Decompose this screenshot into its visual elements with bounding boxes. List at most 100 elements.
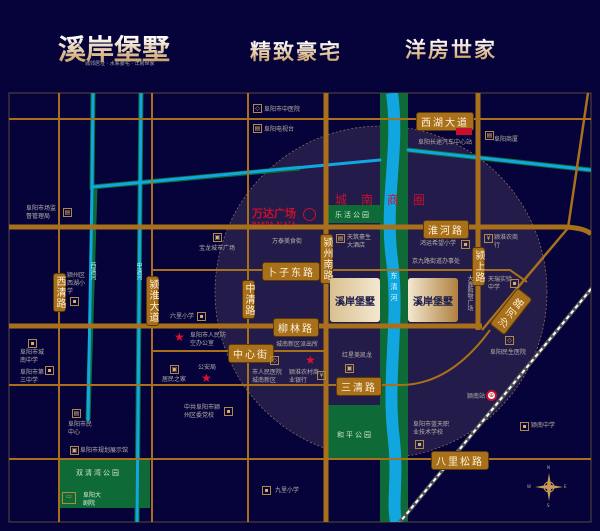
building-icon: ▤ [485,131,494,140]
poi-guihua[interactable]: 阜阳市规划展示馆 [80,447,129,454]
compass-n: N [547,465,550,470]
road-label-xiqing: 西清路 [53,273,66,312]
mall-icon: ▣ [213,233,222,242]
poi-jumin[interactable]: 居民之家 [162,376,187,383]
poi-zhongyiyuan[interactable]: 阜阳市中医院 [264,106,301,113]
river-label-xiqing: 西清河 [89,262,96,280]
poi-dajuyuan[interactable]: 阜阳大剧院 [83,492,102,507]
poi-renmin[interactable]: 市人民医院城南新区 [252,369,283,384]
park-label-shuangqingwan: 双清湾公园 [76,469,121,477]
poi-lantian[interactable]: 阜阳市蓝天职业技术学校 [413,421,450,436]
poi-renfang[interactable]: 阜阳市人民防空办公室 [190,332,227,347]
park-label-heping: 和平公园 [337,431,373,439]
road-label-xihu: 西湖大道 [416,112,474,131]
compass: N S E W [527,465,567,508]
poi-gonganju[interactable]: 公安局 [198,364,217,371]
poi-baolong[interactable]: 宝龙城市广场 [199,245,236,252]
poi-shichang[interactable]: 阜阳市场监督管理局 [26,205,57,220]
hospital-icon: ◇ [505,336,514,345]
road-label-zhongxin: 中心街 [228,344,274,363]
compass-e: E [564,484,567,489]
poi-shangsha[interactable]: 阜阳商厦 [494,136,519,143]
compass-rose-icon [535,473,563,501]
poi-minsheng[interactable]: 阜阳民生医院 [490,349,527,356]
school-icon: ▪ [70,297,79,306]
poi-nongcun[interactable]: 颍淮农村商业银行 [289,369,320,384]
poi-tianrui[interactable]: 天瑞实验中学 [488,276,513,291]
river-zhongqing [135,93,143,522]
road-label-yingzhounan: 颍州南路 [320,234,333,284]
road-label-zhongqing: 中清路 [242,280,255,319]
school-icon: ▪ [415,440,424,449]
building-icon: ▤ [253,124,262,133]
zone-label: 城南商圈 [335,193,440,207]
mall-icon: ▣ [345,364,354,373]
bank-icon: ¥ [484,234,493,243]
road-sanqing [9,329,491,386]
wanda-logo-icon [303,208,316,221]
theater-icon: ▭ [62,492,76,504]
slogan-1: 精致豪宅 [250,36,342,66]
poi-nongshang[interactable]: 颍淮农商行 [494,234,519,249]
project-block-west[interactable]: 溪岸堡墅 [330,278,380,322]
park-lehuo [328,205,380,223]
school-icon: ▪ [45,366,54,375]
bank-icon: ¥ [317,371,326,380]
slogan-2: 洋房世家 [405,34,497,64]
poi-jingjiu[interactable]: 京九路街道办事处 [412,258,461,265]
poi-daxin[interactable]: 大鑫购物广场 [466,275,473,311]
star-icon: ★ [305,353,316,367]
poi-dangxiao[interactable]: 中共阜阳市颍州区委党校 [184,404,221,419]
poi-disan[interactable]: 阜阳市第三中学 [20,369,45,384]
river-cross-east [406,148,591,172]
star-icon: ★ [174,330,185,344]
road-label-liulin: 柳林路 [273,318,319,337]
poi-hongyun[interactable]: 鸿运希望小学 [420,240,457,247]
community-icon: ▣ [170,365,179,374]
wanda-name: 万达广场 [252,207,296,220]
star-icon: ★ [201,371,212,385]
compass-s: S [547,503,550,508]
wanda-plaza: 万达广场 WANDA PLAZA [252,205,296,226]
tagline: 城郊居址 · 水系豪宅 · 洋房世家 [85,61,155,67]
poi-chengnan[interactable]: 阜阳市城南中学 [20,349,45,364]
park-heping [328,405,380,458]
civic-center-icon: ▤ [72,409,81,418]
poi-qiche[interactable]: 阜阳长途汽车中心站 [418,139,473,146]
river-cross [90,158,382,189]
hospital-icon: ◇ [270,356,279,365]
road-label-balisong: 八里松路 [431,451,489,470]
poi-dianshitai[interactable]: 阜阳电视台 [264,126,295,133]
school-icon: ▪ [520,422,529,431]
railway-station-icon: ⊕ [486,390,497,401]
hotel-icon: ▤ [336,234,345,243]
school-icon: ▪ [28,339,37,348]
school-icon: ▪ [510,279,519,288]
poi-hongxing[interactable]: 红星美凯龙 [342,352,373,359]
river-label-dongqing: 东清河 [390,272,398,305]
road-label-sanqing: 三清路 [336,377,382,396]
logo: 溪岸堡墅 [58,28,170,68]
poi-paichusuo[interactable]: 城南新区派出所 [276,341,319,348]
project-block-east[interactable]: 溪岸堡墅 [408,278,458,322]
road-label-yingshang: 颍上路 [472,247,485,286]
river-label-zhongqing: 中清河 [135,262,142,280]
poi-yingnan-school[interactable]: 颍南中学 [531,422,556,429]
road-huaihe [9,224,591,236]
road-label-yinghuai: 颍淮大道 [146,276,159,326]
school-icon: ▪ [197,312,206,321]
hospital-icon: ◇ [253,104,262,113]
poi-jiuli[interactable]: 九里小学 [275,487,300,494]
compass-w: W [527,484,531,489]
poi-liuli[interactable]: 六里小学 [170,313,195,320]
poi-haosheng[interactable]: 天筑豪生大酒店 [347,234,372,249]
river-dongqing [383,93,402,522]
building-icon: ▤ [63,208,72,217]
bus-icon [456,128,472,135]
school-icon: ▪ [224,407,233,416]
poi-shimin[interactable]: 阜阳市民中心 [68,421,93,436]
poi-yingnanzhan[interactable]: 颍南站 [467,393,486,400]
park-label-lehuo: 乐活公园 [335,211,371,219]
poi-wantai[interactable]: 万泰美食街 [272,238,303,245]
poi-xihu-school[interactable]: 颍州区西湖小学 [67,272,86,295]
